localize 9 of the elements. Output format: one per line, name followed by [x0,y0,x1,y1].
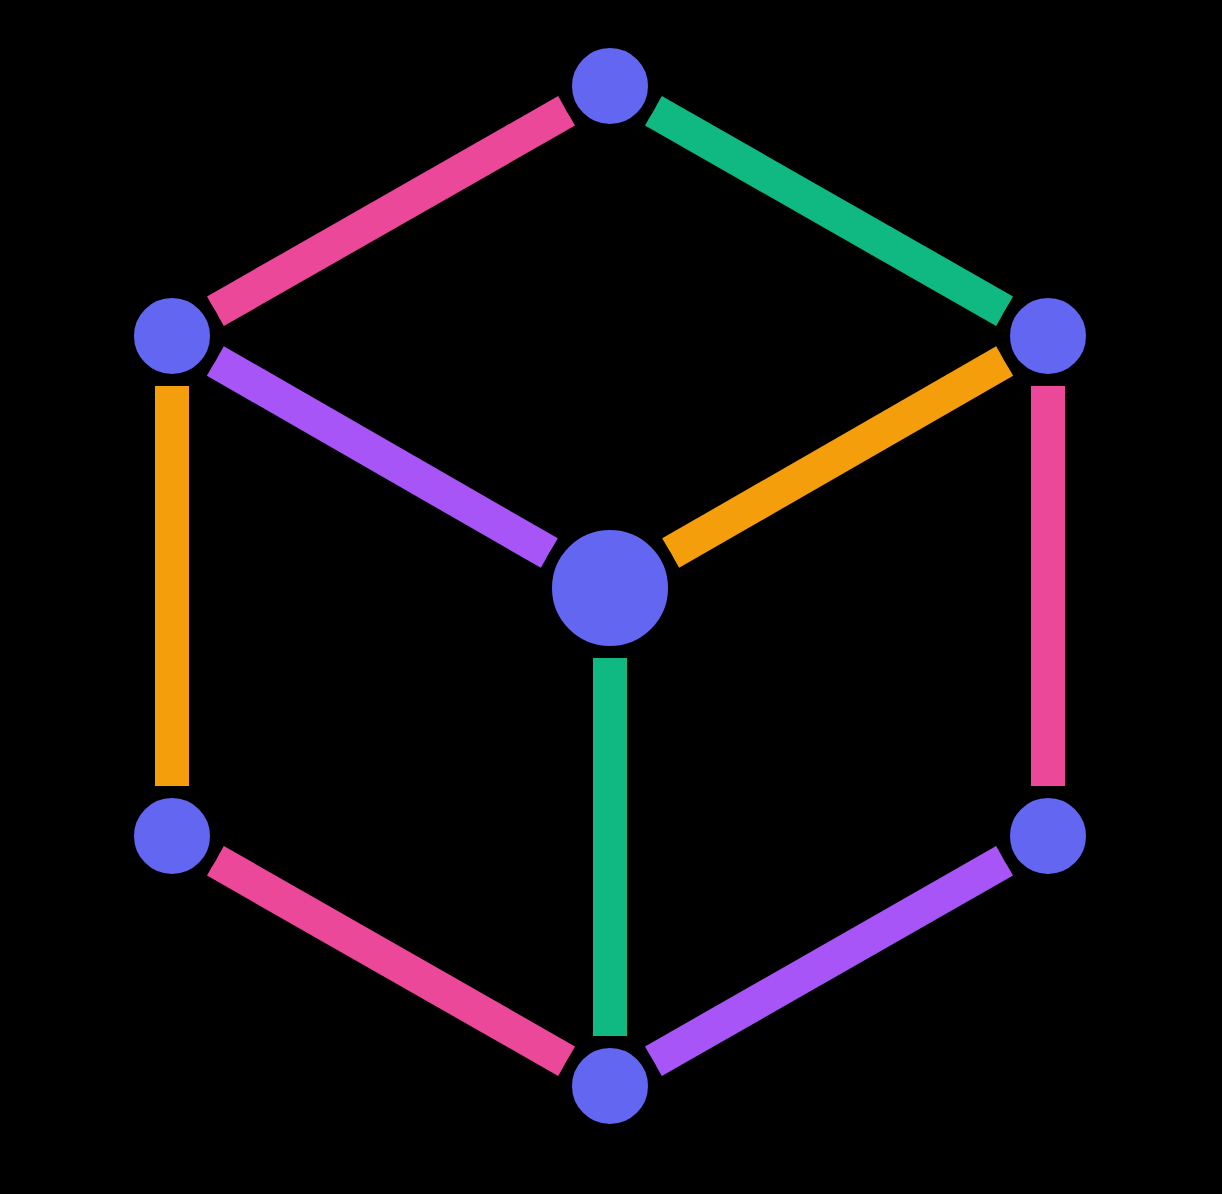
connector-line [645,846,1013,1076]
connector-line [155,386,189,786]
connector-line [662,346,1014,568]
connector-line [207,96,575,326]
connector-line [593,658,627,1036]
connector-line [206,346,558,568]
connector-line [1031,386,1065,786]
connector-line [207,846,575,1076]
connector-line [645,96,1013,326]
